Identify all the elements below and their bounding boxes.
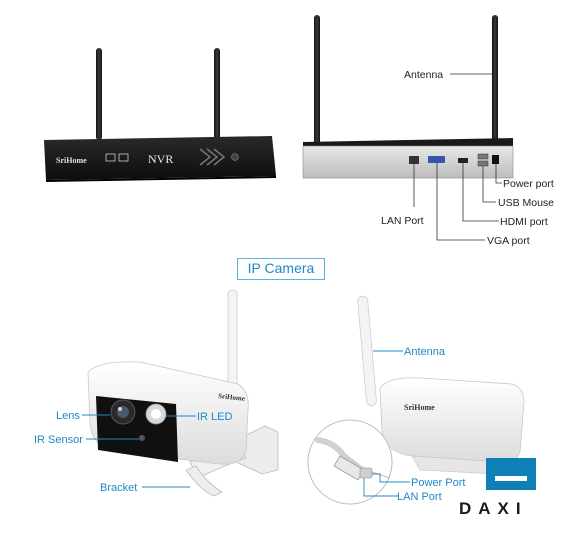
ir-led-label: IR LED (197, 411, 233, 423)
nvr-back: Antenna Power port USB Mouse HDMI port V… (302, 15, 554, 247)
daxi-logo-mark (486, 458, 536, 490)
nvr-back-usb-jack-1 (477, 153, 489, 160)
nvr-back-usb-jack-2 (477, 160, 489, 167)
vga-port-label: VGA port (487, 235, 530, 247)
camera-lan-port-label: LAN Port (397, 491, 442, 503)
nvr-front-antenna-left (96, 48, 102, 140)
lens-label: Lens (56, 410, 80, 422)
nvr-front-net-icon (118, 153, 129, 162)
camera-antenna-label: Antenna (404, 346, 446, 358)
bracket-label: Bracket (100, 482, 137, 494)
camera-power-port-label: Power Port (411, 477, 465, 489)
power-port-label: Power port (503, 178, 554, 190)
nvr-front-antenna-right (214, 48, 220, 140)
nvr-back-lan-jack (409, 156, 419, 164)
camera-front-brand: SriHome (218, 392, 246, 403)
daxi-logo: DAXI (459, 458, 536, 518)
nvr-front-body (44, 136, 276, 180)
camera-front-ir-sensor (139, 435, 145, 441)
camera-back-antenna (357, 295, 377, 407)
nvr-front-hdd-icon (105, 153, 116, 162)
daxi-logo-text: DAXI (459, 499, 528, 518)
camera-back-body (379, 377, 525, 463)
camera-front: SriHome Lens IR LED IR Sensor Bracket (34, 289, 279, 497)
nvr-front-chevrons (199, 148, 226, 166)
usb-mouse-label: USB Mouse (498, 197, 554, 209)
camera-back: SriHome Antenna Power Port LAN Port (307, 295, 525, 505)
camera-back-brand: SriHome (404, 403, 435, 412)
nvr-front: SriHome NVR (44, 48, 276, 182)
nvr-front-power-button (231, 153, 239, 161)
lan-port-label: LAN Port (381, 215, 424, 227)
nvr-back-power-jack (492, 155, 499, 164)
section-title-ip-camera: IP Camera (237, 258, 325, 280)
camera-front-antenna (227, 289, 238, 389)
nvr-back-antenna-left (314, 15, 320, 157)
nvr-front-model: NVR (148, 152, 173, 166)
nvr-back-vga-jack (428, 156, 445, 163)
hdmi-port-label: HDMI port (500, 216, 548, 228)
nvr-front-brand: SriHome (56, 156, 87, 165)
nvr-back-hdmi-jack (458, 158, 468, 163)
nvr-antenna-label: Antenna (404, 69, 443, 81)
nvr-back-antenna-right (492, 15, 498, 157)
ir-sensor-label: IR Sensor (34, 434, 83, 446)
camera-front-lens-panel (96, 396, 178, 462)
